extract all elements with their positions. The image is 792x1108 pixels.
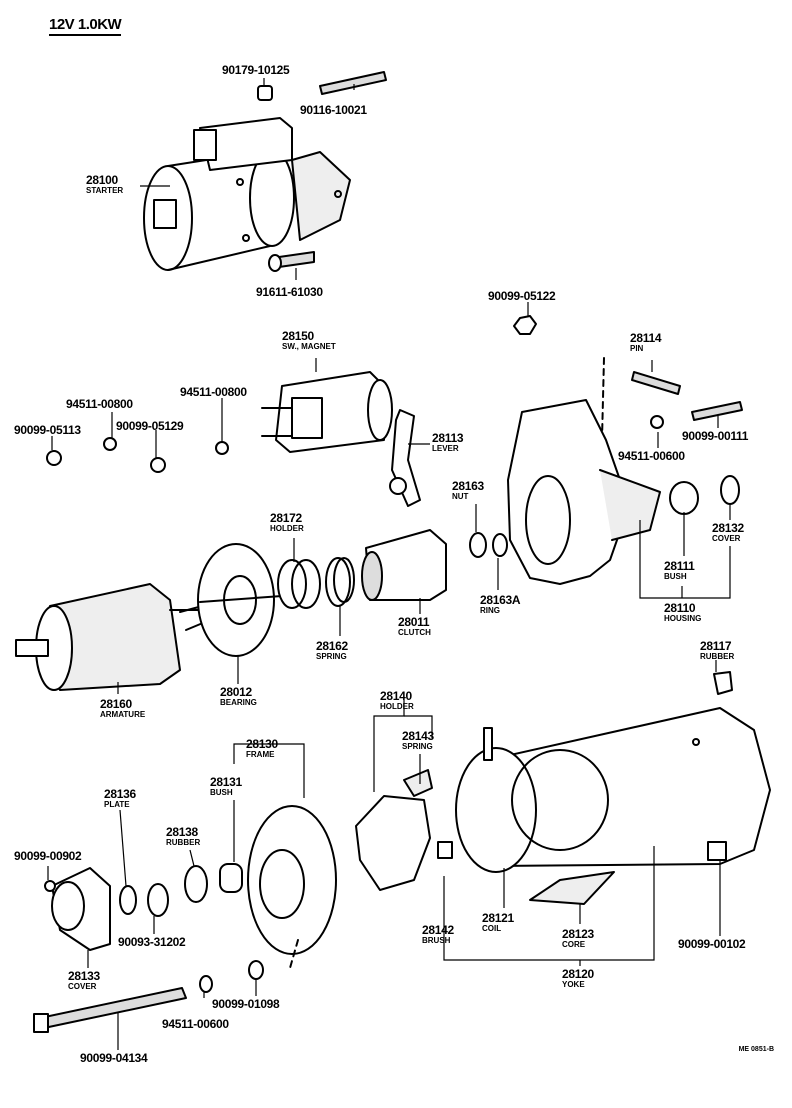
- part-label-91611-61030: 91611-61030: [256, 285, 323, 299]
- diagram-title: 12V 1.0KW: [49, 16, 122, 36]
- brush-holder-drawing: [355, 769, 453, 891]
- part-label-94511-00600-b: 94511-00600: [162, 1017, 229, 1031]
- lever-drawing: [389, 409, 421, 507]
- part-label-90099-00111: 90099-00111: [682, 429, 749, 443]
- diagram-code: ME 0851-B: [738, 1046, 774, 1053]
- rear-cover-drawing: [44, 863, 243, 951]
- clutch-drawing: [361, 529, 508, 601]
- armature-drawing: [15, 583, 211, 691]
- part-label-90099-05129: 90099-05129: [116, 419, 184, 433]
- part-label-94511-00600-a: 94511-00600: [618, 449, 685, 463]
- stud-bolt-drawing: [257, 71, 387, 272]
- part-label-90099-00102: 90099-00102: [678, 937, 746, 951]
- bearing-plate-drawing: [197, 543, 283, 657]
- starter-assembly-drawing: [143, 117, 351, 271]
- nuts-washers-drawing: [46, 315, 664, 473]
- part-label-90099-05113: 90099-05113: [14, 423, 81, 437]
- part-label-90179-10125: 90179-10125: [222, 63, 290, 77]
- part-label-90099-01098: 90099-01098: [212, 997, 280, 1011]
- yoke-drawing: [455, 671, 771, 905]
- part-label-90116-10021: 90116-10021: [300, 103, 367, 117]
- part-label-94511-00800-a: 94511-00800: [66, 397, 133, 411]
- part-label-94511-00800-b: 94511-00800: [180, 385, 247, 399]
- housing-drawing: [507, 399, 740, 585]
- magnet-switch-drawing: [261, 371, 393, 453]
- part-label-90099-05122: 90099-05122: [488, 289, 556, 303]
- spring-drawing: [325, 557, 355, 607]
- thru-bolt-drawing: [33, 960, 264, 1033]
- part-label-90099-00902: 90099-00902: [14, 849, 82, 863]
- holder-ring-drawing: [277, 559, 321, 609]
- frame-drawing: [247, 805, 337, 969]
- leader-lines: [47, 78, 731, 1050]
- part-label-90099-04134: 90099-04134: [80, 1051, 148, 1065]
- part-label-90093-31202: 90093-31202: [118, 935, 186, 949]
